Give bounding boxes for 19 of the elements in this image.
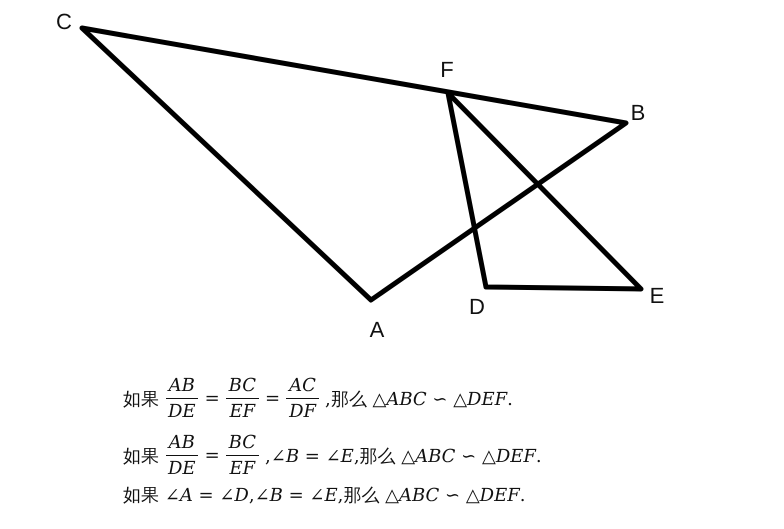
- vertex-label: E: [650, 285, 664, 307]
- fraction: AB DE: [165, 432, 199, 479]
- vertex-label: F: [440, 59, 454, 81]
- formula-text: =: [204, 388, 220, 409]
- formula-text: ,那么 △ABC ∽ △DEF.: [325, 388, 513, 410]
- vertex-label: D: [469, 296, 485, 318]
- formula-text: =: [265, 388, 280, 409]
- formula-text: 如果: [123, 444, 159, 468]
- formula-text: 如果: [123, 388, 159, 410]
- vertex-label: B: [630, 102, 646, 124]
- fraction: BC EF: [226, 432, 260, 479]
- fraction: AC DF: [286, 375, 320, 422]
- formula-text: ,∠B = ∠E,那么 △ABC ∽ △DEF.: [265, 444, 542, 468]
- fraction: AB DE: [165, 375, 199, 422]
- vertex-label: C: [56, 11, 72, 33]
- vertex-label: A: [370, 319, 384, 341]
- formula-text: =: [204, 445, 220, 466]
- formula-text: 如果 ∠A = ∠D,∠B = ∠E,那么 △ABC ∽ △DEF.: [123, 484, 526, 507]
- fraction: BC EF: [226, 375, 260, 422]
